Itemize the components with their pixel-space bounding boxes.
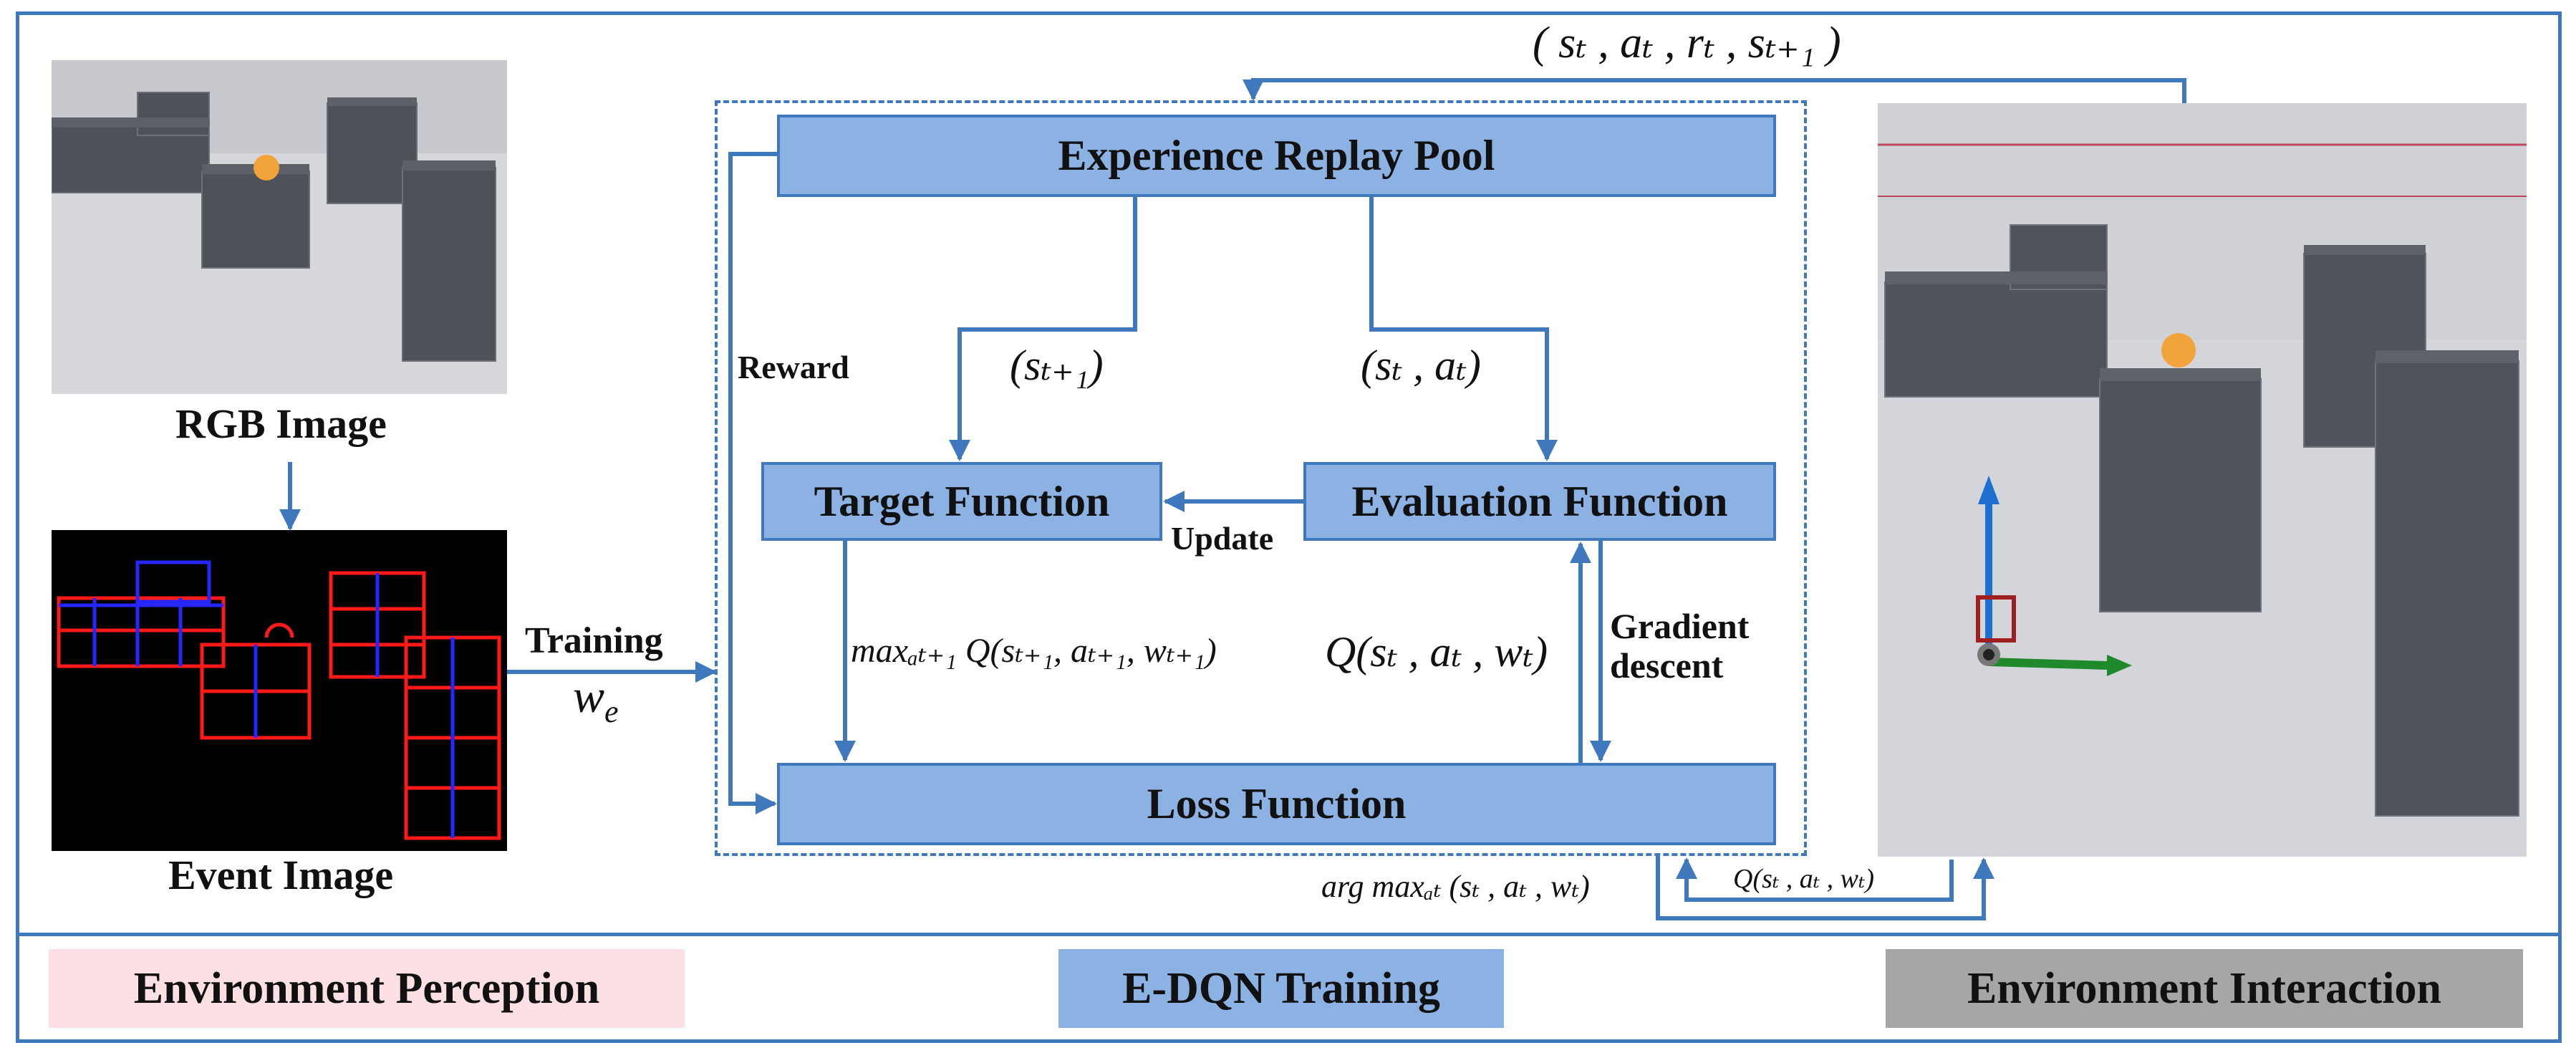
state-action-label: (sₜ , aₜ) xyxy=(1361,342,1481,389)
training-label: Training xyxy=(525,620,663,661)
section-edqn-training: E-DQN Training xyxy=(1058,949,1504,1028)
outer-frame xyxy=(16,11,2562,1043)
training-weight-symbol: w xyxy=(573,670,605,723)
section-environment-perception: Environment Perception xyxy=(49,949,685,1028)
rgb-image-caption: RGB Image xyxy=(175,400,387,447)
event-image-caption: Event Image xyxy=(168,852,394,898)
argmax-formula: arg maxₐₜ (sₜ , aₜ , wₜ) xyxy=(1321,869,1590,904)
experience-replay-pool-box: Experience Replay Pool xyxy=(777,115,1776,197)
training-weight: we xyxy=(573,670,619,730)
transition-tuple: ( sₜ , aₜ , rₜ , sₜ₊₁ ) xyxy=(1533,19,1841,67)
gradient-label-line2: descent xyxy=(1610,645,1724,686)
event-image xyxy=(52,530,507,851)
loss-function-box: Loss Function xyxy=(777,763,1776,845)
target-function-box: Target Function xyxy=(761,462,1162,541)
next-state-label: (sₜ₊₁) xyxy=(1010,342,1104,389)
gradient-label-line1: Gradient xyxy=(1610,606,1750,646)
target-q-formula: maxₐₜ₊₁ Q(sₜ₊₁, aₜ₊₁, wₜ₊₁) xyxy=(851,632,1217,670)
training-weight-subscript: e xyxy=(604,694,619,730)
update-label: Update xyxy=(1171,520,1274,557)
evaluation-function-box: Evaluation Function xyxy=(1303,462,1776,541)
environment-render xyxy=(1878,103,2527,857)
eval-q-formula: Q(sₜ , aₜ , wₜ) xyxy=(1325,628,1548,675)
edqn-module-boundary xyxy=(715,100,1807,856)
reward-label: Reward xyxy=(738,349,849,385)
rgb-image xyxy=(52,60,507,394)
section-environment-interaction: Environment Interaction xyxy=(1886,949,2523,1028)
section-divider xyxy=(16,933,2562,936)
feedback-q-formula: Q(sₜ , aₜ , wₜ) xyxy=(1733,864,1874,894)
